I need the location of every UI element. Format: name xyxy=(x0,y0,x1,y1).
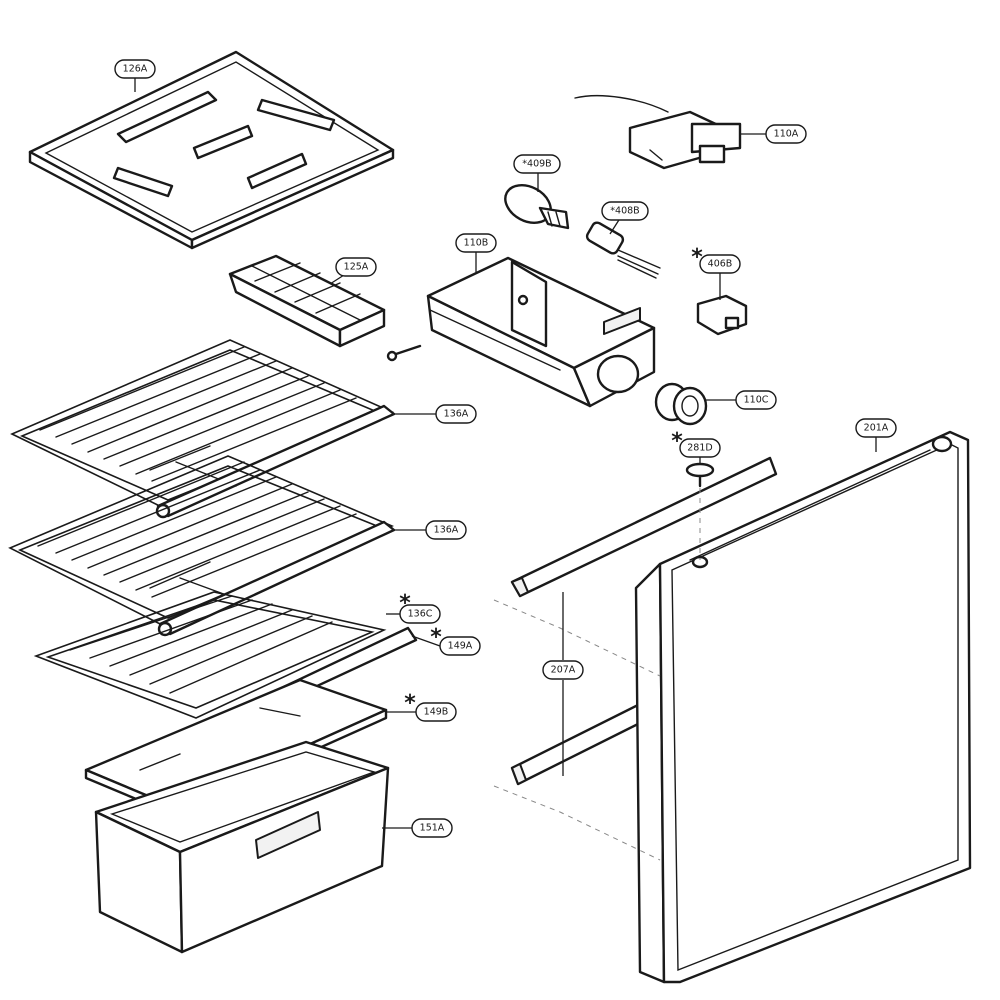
callout-408b-label: *408B xyxy=(610,206,639,217)
callout-110a-label: 110A xyxy=(774,129,799,140)
callout-201a: 201A xyxy=(855,418,897,438)
callout-151a: 151A xyxy=(411,818,453,838)
callout-136a-top: 136A xyxy=(435,404,477,424)
callout-149a-label: 149A xyxy=(448,641,473,652)
part-125a-ice-tray xyxy=(228,254,386,348)
callout-110b: 110B xyxy=(455,233,497,253)
part-110c-knob xyxy=(654,382,708,426)
part-201a-door xyxy=(634,430,972,984)
callout-201a-label: 201A xyxy=(864,423,889,434)
part-408b-lamp-socket xyxy=(585,221,661,279)
callout-110a: 110A xyxy=(765,124,807,144)
part-136c-wire-shelf-small xyxy=(33,591,387,719)
callout-136c-label: 136C xyxy=(408,609,433,620)
callout-126a-label: 126A xyxy=(123,64,148,75)
part-136a-wire-shelf-middle xyxy=(8,455,396,637)
callout-409b-label: *409B xyxy=(522,159,551,170)
callout-125a: 125A xyxy=(335,257,377,277)
part-409b-lamp-bulb xyxy=(504,184,570,230)
callout-207a: 207A xyxy=(542,660,584,680)
asterisk-149a: * xyxy=(430,625,442,650)
part-281d-screw xyxy=(685,462,715,488)
callout-281d: * 281D xyxy=(671,429,721,458)
callout-126a: 126A xyxy=(114,59,156,79)
callout-125a-label: 125A xyxy=(344,262,369,273)
callout-136a-middle: 136A xyxy=(425,520,467,540)
part-screw xyxy=(386,344,422,362)
callout-136c: * 136C xyxy=(399,591,441,624)
part-207a-door-rail-upper xyxy=(510,456,778,598)
part-151a-crisper-drawer xyxy=(94,740,390,954)
part-110b-housing xyxy=(426,256,656,408)
callout-408b: *408B xyxy=(601,201,649,221)
callout-110c-label: 110C xyxy=(744,395,769,406)
callout-406b-label: 406B xyxy=(708,259,733,270)
part-110a-thermostat xyxy=(574,95,742,170)
part-136a-wire-shelf-top xyxy=(10,339,396,519)
part-207a-door-rail-lower xyxy=(510,698,656,786)
callout-149a: * 149A xyxy=(430,625,481,656)
part-406b-switch xyxy=(696,294,748,336)
callout-149b: * 149B xyxy=(404,691,457,722)
callout-136a-top-label: 136A xyxy=(444,409,469,420)
callout-406b: * 406B xyxy=(691,245,741,274)
callout-149b-label: 149B xyxy=(424,707,449,718)
callout-151a-label: 151A xyxy=(420,823,445,834)
callout-207a-label: 207A xyxy=(551,665,576,676)
part-126a-cover xyxy=(28,50,395,250)
callout-136a-middle-label: 136A xyxy=(434,525,459,536)
callout-409b: *409B xyxy=(513,154,561,174)
asterisk-149b: * xyxy=(404,691,416,716)
callout-281d-label: 281D xyxy=(687,443,712,454)
assembly-guide-lines xyxy=(493,488,701,861)
callout-110b-label: 110B xyxy=(464,238,489,249)
callout-110c: 110C xyxy=(735,390,777,410)
